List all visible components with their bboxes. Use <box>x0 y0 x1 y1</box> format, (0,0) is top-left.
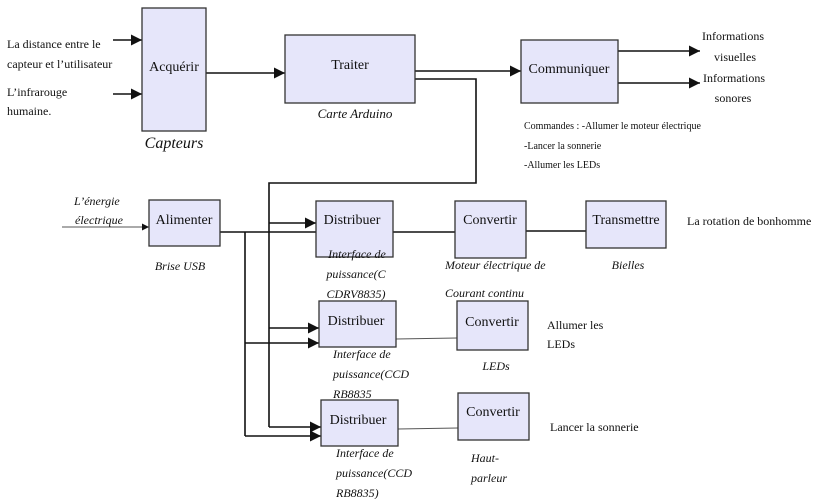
block-label: Alimenter <box>156 213 213 228</box>
input-energy: L’énergie <box>73 194 120 208</box>
block-caption: puissance(CCD <box>332 367 409 381</box>
block-label: Transmettre <box>592 213 659 228</box>
command-bus <box>268 78 477 427</box>
input-infrared: humaine. <box>7 104 51 118</box>
block-caption: Capteurs <box>145 135 204 152</box>
output-ring: Lancer la sonnerie <box>550 420 639 434</box>
block-label: Convertir <box>463 213 517 228</box>
block-convertir-2: Convertir LEDs <box>456 300 529 373</box>
block-label: Acquérir <box>149 60 199 75</box>
line-d3-c3 <box>397 427 459 430</box>
block-caption: Moteur électrique de <box>444 258 546 272</box>
block-caption: Bielles <box>612 258 645 272</box>
block-label: Distribuer <box>324 213 381 228</box>
block-convertir-3: Convertir Haut- parleur <box>457 392 530 485</box>
block-label: Distribuer <box>328 314 385 329</box>
block-label: Distribuer <box>330 413 387 428</box>
commands-line: -Lancer la sonnerie <box>524 141 602 152</box>
block-label: Convertir <box>466 405 520 420</box>
block-caption: Brise USB <box>155 259 206 273</box>
block-caption: RB8835) <box>335 486 379 499</box>
commands-line: -Allumer les LEDs <box>524 160 600 171</box>
block-acquerir: Acquérir Capteurs <box>141 7 207 152</box>
block-caption: Interface de <box>327 247 386 261</box>
block-label: Traiter <box>331 58 369 73</box>
block-transmettre: Transmettre Bielles <box>585 200 667 272</box>
block-caption: Haut- <box>470 451 499 465</box>
block-distribuer-1: Distribuer Interface de puissance(C CDRV… <box>315 200 394 301</box>
output-visual: Informations <box>702 29 764 43</box>
output-leds: Allumer les <box>547 318 604 332</box>
block-alimenter: Alimenter Brise USB <box>148 199 221 273</box>
block-caption: Courant continu <box>445 286 524 300</box>
block-caption: puissance(CCD <box>335 466 412 480</box>
line-d2-c2 <box>395 337 458 340</box>
block-caption: Interface de <box>332 347 391 361</box>
input-distance: La distance entre le <box>7 37 101 51</box>
input-energy: électrique <box>75 213 124 227</box>
block-caption: CDRV8835) <box>326 287 385 301</box>
block-caption: Carte Arduino <box>318 106 393 121</box>
connectors <box>62 34 700 442</box>
output-sound: Informations <box>703 71 765 85</box>
commands-line: Commandes : -Allumer le moteur électriqu… <box>524 121 701 132</box>
input-infrared: L’infrarouge <box>7 85 67 99</box>
output-leds: LEDs <box>547 337 575 351</box>
block-communiquer: Communiquer <box>520 39 619 104</box>
input-distance: capteur et l’utilisateur <box>7 57 112 71</box>
block-caption: parleur <box>470 471 507 485</box>
block-traiter: Traiter Carte Arduino <box>284 34 416 121</box>
block-distribuer-3: Distribuer Interface de puissance(CCD RB… <box>320 399 412 499</box>
block-caption: puissance(C <box>325 267 386 281</box>
block-caption: LEDs <box>481 359 510 373</box>
block-caption: RB8835 <box>332 387 372 401</box>
block-convertir-1: Convertir Moteur électrique de Courant c… <box>444 200 546 300</box>
block-label: Convertir <box>465 315 519 330</box>
block-distribuer-2: Distribuer Interface de puissance(CCD RB… <box>318 300 409 401</box>
output-sound: sonores <box>715 91 752 105</box>
output-visual: visuelles <box>714 50 756 64</box>
output-rotation: La rotation de bonhomme <box>687 214 811 228</box>
block-label: Communiquer <box>529 62 610 77</box>
block-caption: Interface de <box>335 446 394 460</box>
